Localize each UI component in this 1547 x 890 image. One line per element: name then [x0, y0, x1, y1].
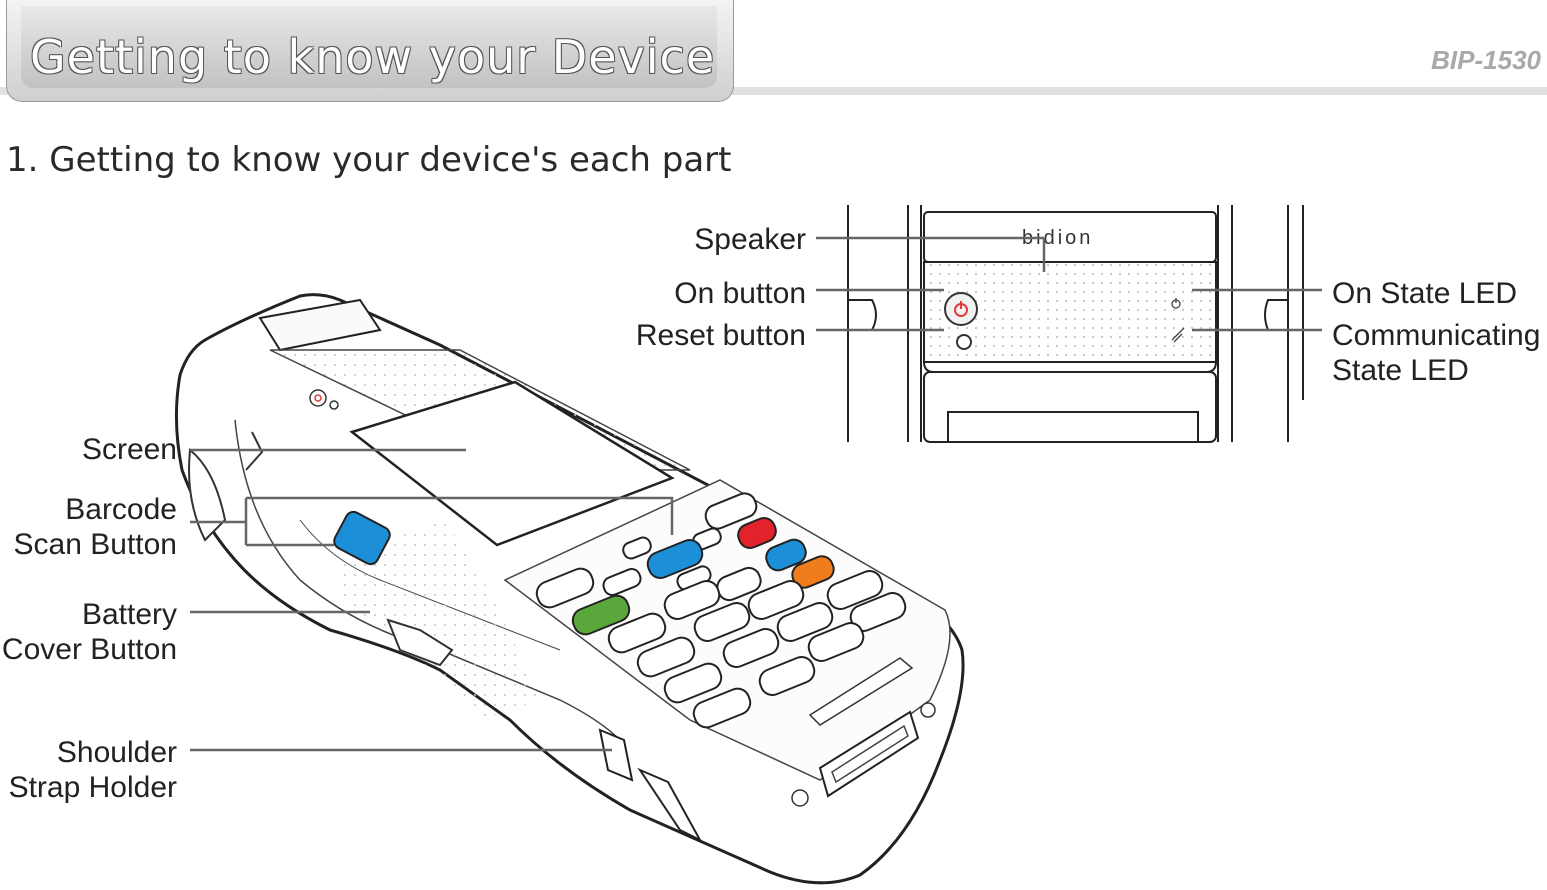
- label-shoulder-line1: Shoulder: [56, 736, 177, 769]
- label-battery-line2: Cover Button: [1, 633, 177, 666]
- label-reset-button: Reset button: [635, 319, 806, 352]
- keypad-key: [791, 555, 835, 589]
- title-tab: [6, 0, 734, 102]
- keypad-key: [722, 628, 780, 668]
- keypad-key: [765, 538, 807, 572]
- keypad-key: [758, 656, 816, 696]
- keypad-key: [737, 517, 777, 549]
- label-shoulder-line2: Strap Holder: [8, 771, 177, 804]
- keypad-key: [826, 570, 884, 610]
- barcode-scan-button: [333, 510, 391, 566]
- keypad-key: [622, 536, 652, 560]
- connector-port: [818, 710, 920, 798]
- label-on-button: On button: [674, 277, 806, 310]
- label-battery-line1: Battery: [81, 598, 177, 631]
- keypad-key: [704, 492, 758, 530]
- strap-holder: [598, 728, 634, 782]
- keypad-key: [776, 602, 834, 642]
- reset-button-detail: [956, 334, 972, 350]
- keypad-key: [607, 612, 667, 654]
- power-button-detail: [944, 292, 978, 326]
- keypad-key: [693, 602, 751, 642]
- keypad-key: [692, 687, 752, 729]
- model-name: BIP-1530: [1431, 45, 1541, 75]
- page-title: Getting to know your Device: [30, 30, 716, 84]
- keypad-key: [535, 567, 595, 609]
- keypad-key: [602, 568, 642, 596]
- label-communicating-state-led-line1: Communicating: [1332, 319, 1541, 352]
- section-title: 1. Getting to know your device's each pa…: [6, 140, 732, 180]
- keypad-key: [646, 539, 704, 579]
- keypad-key: [663, 580, 721, 620]
- label-barcode-line1: Barcode: [65, 493, 177, 526]
- battery-cover-button: [386, 618, 454, 667]
- keypad: [535, 492, 907, 729]
- label-communicating-state-led-line2: State LED: [1332, 354, 1469, 387]
- header-divider: [0, 87, 1547, 95]
- label-on-state-led: On State LED: [1332, 277, 1518, 310]
- keypad-key: [636, 636, 696, 678]
- keypad-key: [747, 580, 805, 620]
- label-barcode-line2: Scan Button: [13, 528, 177, 561]
- label-screen: Screen: [81, 433, 177, 466]
- brand-logo: bidion: [1022, 227, 1093, 249]
- keypad-key: [663, 662, 723, 704]
- keypad-key: [807, 622, 865, 662]
- on-state-led-icon: [1171, 298, 1181, 309]
- communicating-led-icon: [1171, 327, 1185, 343]
- keypad-key: [571, 594, 631, 636]
- leader-lines: [190, 236, 1322, 752]
- label-speaker: Speaker: [694, 223, 806, 256]
